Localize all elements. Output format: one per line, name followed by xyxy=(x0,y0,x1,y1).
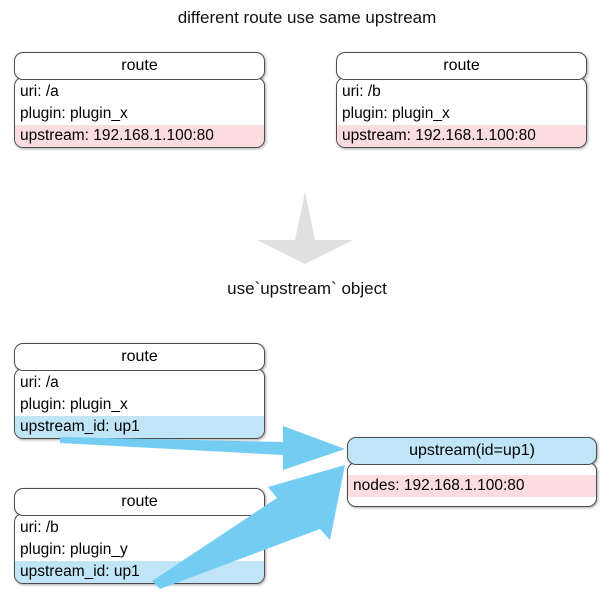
upstream-card-body: nodes: 192.168.1.100:80 xyxy=(347,462,597,507)
route-card-top-left: route uri: /a plugin: plugin_x upstream:… xyxy=(14,52,265,148)
card-row-plugin: plugin: plugin_x xyxy=(342,105,450,122)
middle-caption: use`upstream` object xyxy=(227,279,387,298)
upstream-card-title: upstream(id=up1) xyxy=(347,437,597,465)
card-row-plugin: plugin: plugin_y xyxy=(20,541,128,558)
card-row-plugin: plugin: plugin_x xyxy=(20,396,128,413)
card-row-upstream: upstream: 192.168.1.100:80 xyxy=(15,125,264,147)
card-body: uri: /b plugin: plugin_x upstream: 192.1… xyxy=(336,77,587,148)
card-title: route xyxy=(14,488,265,516)
card-body: uri: /b plugin: plugin_y upstream_id: up… xyxy=(14,513,265,584)
body-spacer-bottom xyxy=(348,497,596,506)
route-card-bottom-a: route uri: /a plugin: plugin_x upstream_… xyxy=(14,343,265,439)
card-row-uri: uri: /a xyxy=(20,374,59,391)
card-title: route xyxy=(14,343,265,371)
card-title: route xyxy=(336,52,587,80)
card-row-upstream: upstream: 192.168.1.100:80 xyxy=(337,125,586,147)
card-row-upstream-id: upstream_id: up1 xyxy=(15,416,264,438)
card-title: route xyxy=(14,52,265,80)
card-body: uri: /a plugin: plugin_x upstream_id: up… xyxy=(14,368,265,439)
top-caption: different route use same upstream xyxy=(177,8,437,27)
upstream-row-nodes: nodes: 192.168.1.100:80 xyxy=(348,475,596,497)
upstream-card: upstream(id=up1) nodes: 192.168.1.100:80 xyxy=(347,437,597,507)
route-card-top-right: route uri: /b plugin: plugin_x upstream:… xyxy=(336,52,587,148)
card-row-upstream-id: upstream_id: up1 xyxy=(15,561,264,583)
card-row-uri: uri: /b xyxy=(20,519,59,536)
card-row-uri: uri: /b xyxy=(342,83,381,100)
body-spacer-top xyxy=(348,466,596,475)
route-card-bottom-b: route uri: /b plugin: plugin_y upstream_… xyxy=(14,488,265,584)
down-arrow-icon xyxy=(257,192,353,264)
card-row-plugin: plugin: plugin_x xyxy=(20,105,128,122)
card-body: uri: /a plugin: plugin_x upstream: 192.1… xyxy=(14,77,265,148)
card-row-uri: uri: /a xyxy=(20,83,59,100)
